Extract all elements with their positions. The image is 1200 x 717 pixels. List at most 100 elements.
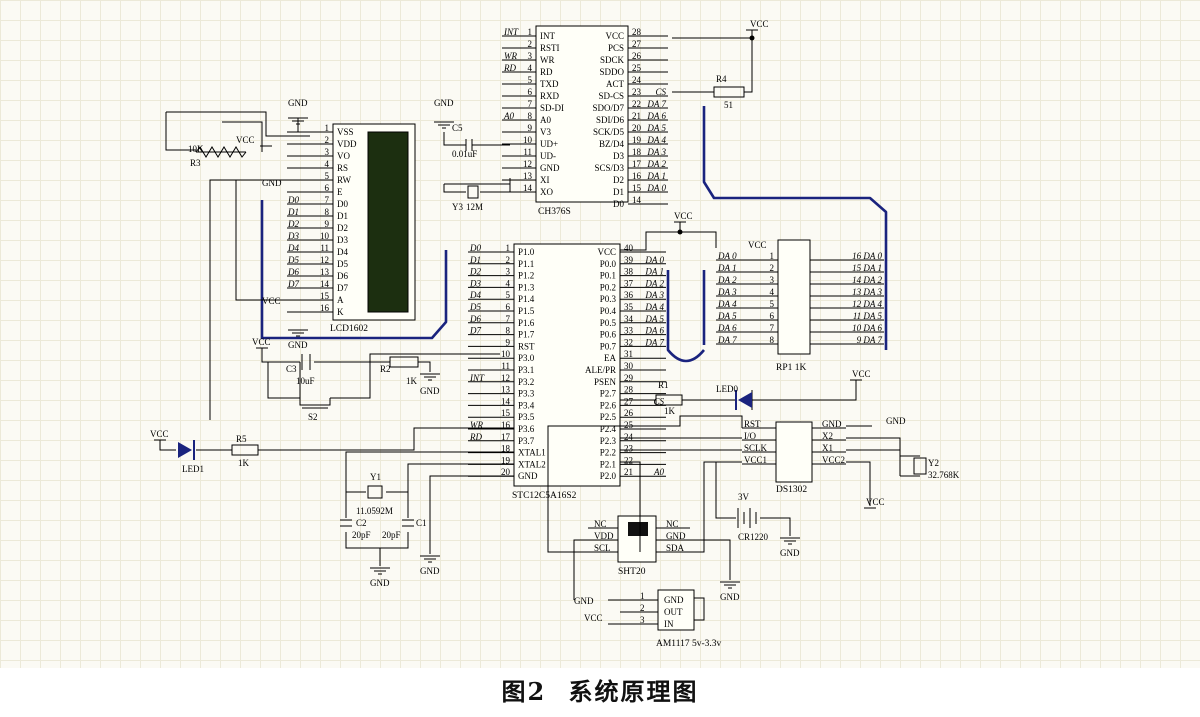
pin-number: 21 — [624, 467, 633, 477]
pin-name: D7 — [337, 283, 348, 293]
net-label: DA 7 — [717, 335, 737, 345]
ch376s-body — [535, 25, 629, 203]
pin-number: 38 — [624, 267, 634, 277]
y2-ref: Y2 — [928, 458, 939, 468]
c3-value: 10uF — [296, 376, 315, 386]
pin-name: P3.3 — [518, 389, 535, 399]
net-label: DA 5 — [644, 314, 664, 324]
pin-number: 25 — [632, 63, 642, 73]
pin-name: D6 — [337, 271, 348, 281]
y3-ref: Y3 — [452, 202, 463, 212]
pin-name: RST — [518, 341, 535, 351]
pin-name: P0.3 — [600, 294, 617, 304]
pin-number: 9 — [528, 123, 533, 133]
pin-number: 5 — [770, 299, 775, 309]
pin-name: RSTI — [540, 43, 560, 53]
c5-value: 0.01uF — [452, 149, 477, 159]
net-label: DA 6 — [717, 323, 737, 333]
pin-name: VCC1 — [744, 455, 767, 465]
net-label: INT — [503, 27, 519, 37]
net-label: DA 4 — [646, 135, 666, 145]
cr1220-battery — [737, 508, 757, 528]
net-label: WR — [504, 51, 517, 61]
sht20-ref: SHT20 — [618, 567, 646, 577]
pin-number: 19 — [632, 135, 642, 145]
pin-number: 2 — [325, 135, 330, 145]
net-label: D1 — [287, 207, 299, 217]
r4-ref: R4 — [716, 74, 727, 84]
pin-number: 37 — [624, 278, 634, 288]
pin-number: 1 — [528, 27, 533, 37]
net-label: DA 7 — [644, 337, 664, 347]
c1-c2-symbols — [340, 519, 414, 527]
pin-name: D5 — [337, 259, 348, 269]
figure-caption: 图2 系统原理图 — [0, 672, 1200, 707]
pin-name: D2 — [337, 223, 348, 233]
pin-number: 5 — [506, 290, 511, 300]
pin-name: SDA — [666, 543, 685, 553]
vcc-label: VCC — [584, 613, 603, 623]
ds1302-ref: DS1302 — [776, 485, 807, 495]
pin-name: UD- — [540, 151, 556, 161]
c2-ref: C2 — [356, 518, 367, 528]
pin-number: 10 — [501, 349, 511, 359]
pin-number: 3 — [640, 615, 645, 625]
pin-name: IN — [664, 619, 674, 629]
pin-name: GND — [822, 419, 842, 429]
pin-name: P2.2 — [600, 448, 616, 458]
vcc-rp1-wire — [620, 222, 717, 251]
pin-number: 1 — [770, 251, 775, 261]
pin-name: NC — [666, 519, 679, 529]
net-label: DA 1 — [644, 267, 664, 277]
rp1-body — [777, 239, 811, 355]
pin-name: SD-DI — [540, 103, 564, 113]
vcc-label: VCC — [750, 19, 769, 29]
pin-name: TXD — [540, 79, 559, 89]
ch376-ref: CH376S — [538, 207, 571, 217]
pin-name: OUT — [664, 607, 683, 617]
pin-name: P2.4 — [600, 424, 617, 434]
schematic-diagram: VSS1VDD2VO3RS4RW5E6D07D18D29D310D411D512… — [150, 19, 960, 649]
pin-name: P3.5 — [518, 412, 535, 422]
r1-value: 1K — [664, 406, 676, 416]
ams1117-ref: AM1117 5v-3.3v — [656, 639, 722, 649]
pin-name: VDD — [594, 531, 614, 541]
pin-number: 12 — [320, 255, 329, 265]
pin-name: D2 — [613, 175, 624, 185]
gnd-label: GND — [420, 566, 440, 576]
pin-name: VO — [337, 151, 350, 161]
net-label: DA 1 — [717, 263, 737, 273]
pin-name: P1.1 — [518, 259, 534, 269]
pin-name: SCL — [594, 543, 611, 553]
pin-name: RST — [744, 419, 761, 429]
lcd-screen — [367, 131, 409, 313]
junction-dot — [749, 35, 755, 41]
pin-name: ALE/PR — [585, 365, 616, 375]
vcc-label: VCC — [236, 135, 255, 145]
pin-name: P1.0 — [518, 247, 535, 257]
net-label: DA 1 — [646, 171, 666, 181]
pin-number: 3 — [528, 51, 533, 61]
pin-name: P2.5 — [600, 412, 617, 422]
pin-name: XTAL2 — [518, 459, 546, 469]
led1-diode — [178, 442, 192, 458]
gnd-label: GND — [720, 592, 740, 602]
pin-name: P3.2 — [518, 377, 534, 387]
ch376-pin-group: INT1INTRSTI2WR3WRRD4RDTXD5RXD6SD-DI7A08A… — [502, 27, 668, 209]
vcc-label: VCC — [262, 296, 281, 306]
pin-number: 1 — [640, 591, 645, 601]
r1-ref: R1 — [658, 380, 669, 390]
mcu-gnd-wire — [429, 475, 514, 554]
net-label: WR — [470, 420, 483, 430]
pin-number: 11 — [523, 147, 532, 157]
pin-name: P3.1 — [518, 365, 534, 375]
y3-wires — [443, 178, 511, 193]
pin-number: 14 — [632, 195, 642, 205]
pin-name: P1.5 — [518, 306, 535, 316]
gnd-label: GND — [288, 98, 308, 108]
pin-number: 15 — [320, 291, 330, 301]
pin-number: 21 — [632, 111, 641, 121]
ds1302-wires — [620, 415, 791, 536]
